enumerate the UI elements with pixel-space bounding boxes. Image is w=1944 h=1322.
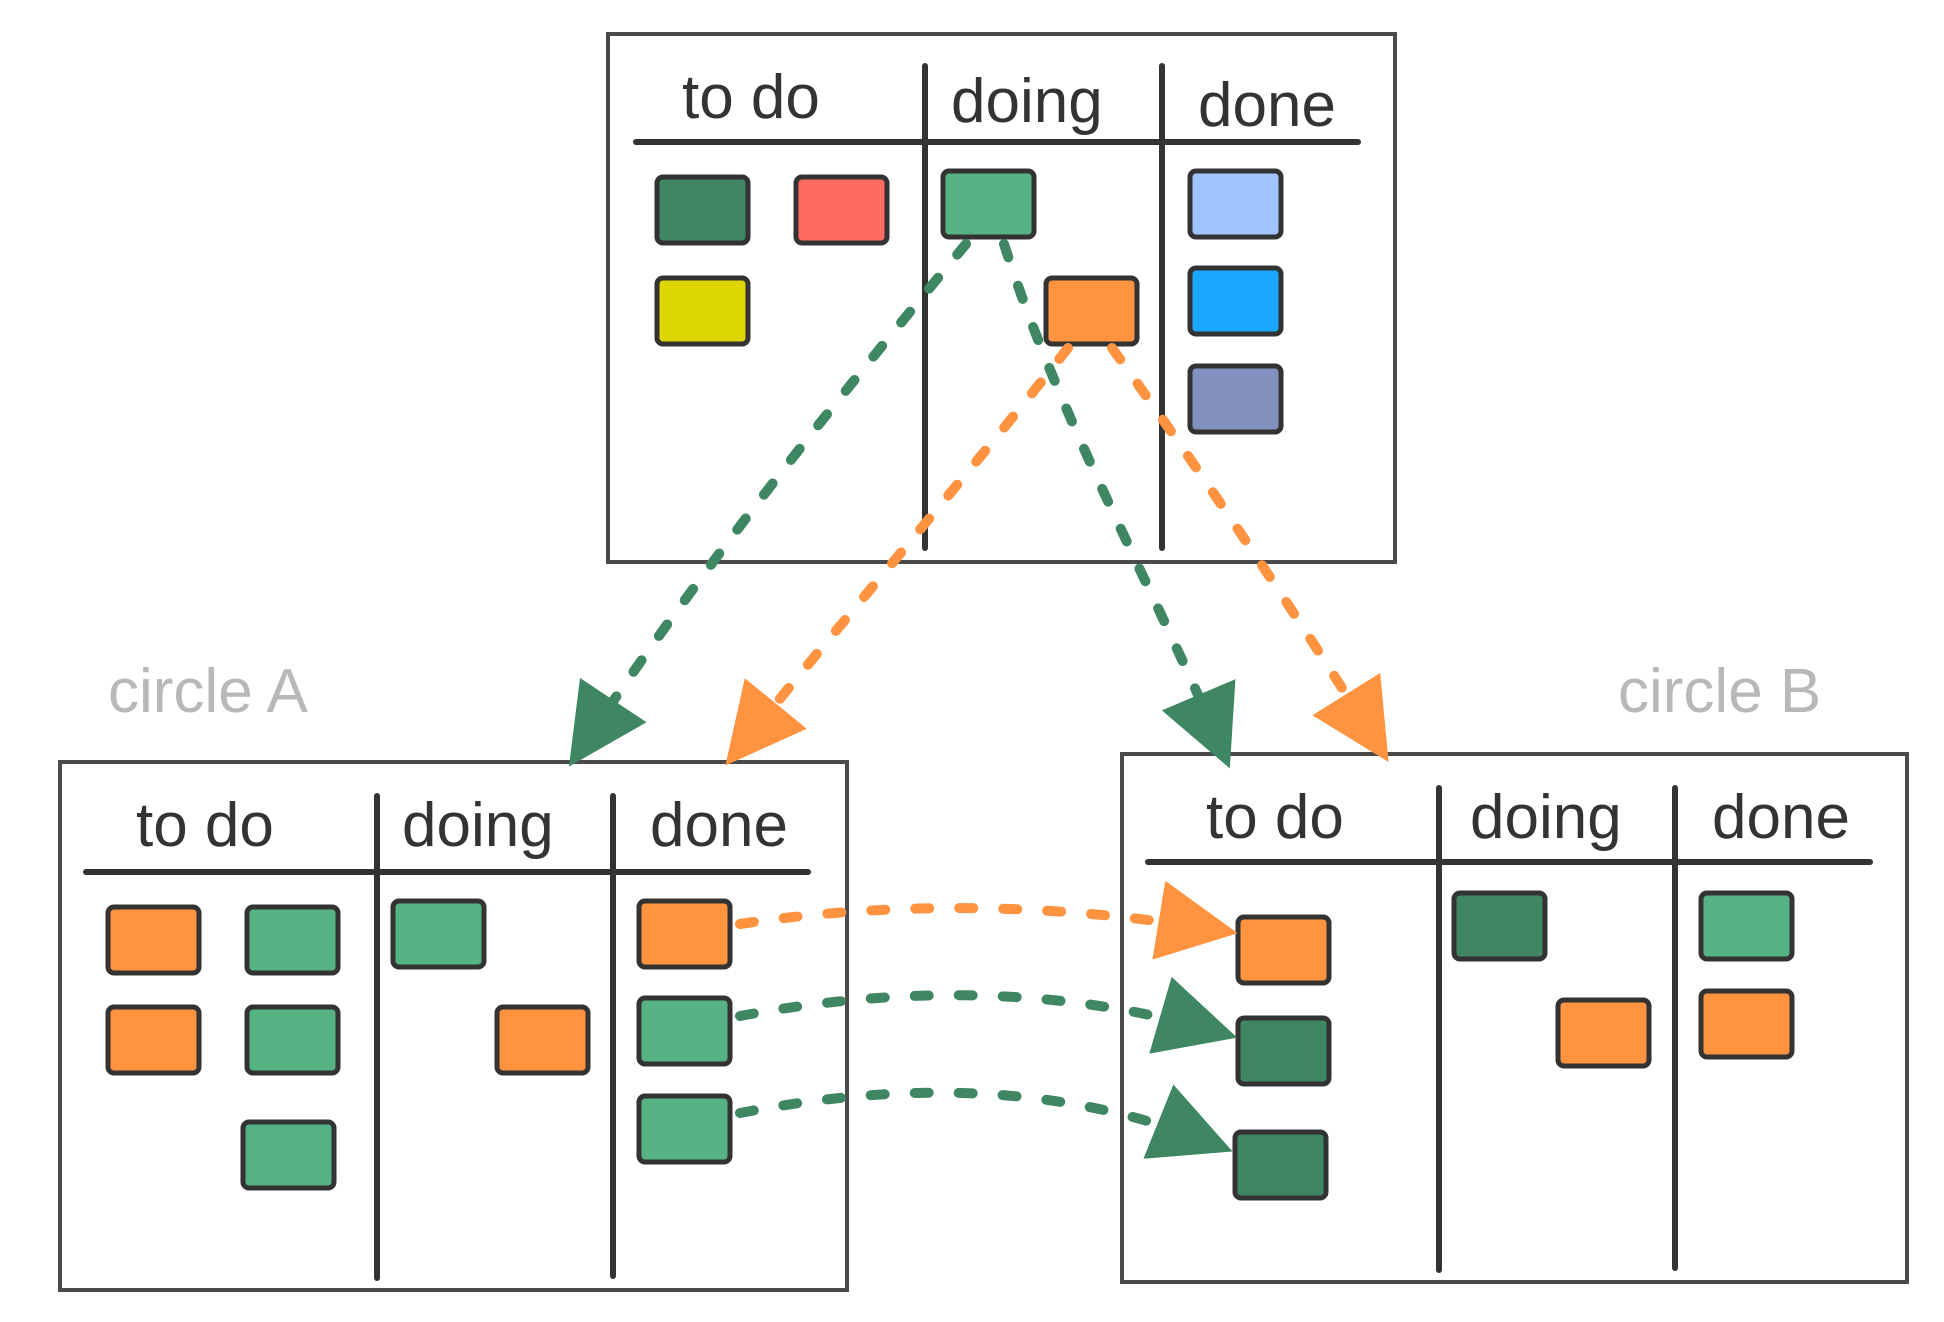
flow-green-to-circle-b [999, 239, 1236, 769]
main-board: to do doing done [606, 32, 1397, 564]
circle-a-doing-label: doing [402, 791, 554, 860]
circle-a-card-orange-doing [494, 1004, 591, 1076]
card-dark-green [654, 174, 751, 246]
circle-b-card-dark-green-todo-1 [1235, 1015, 1332, 1087]
circle-b-doing-label: doing [1470, 783, 1622, 852]
circle-a-card-orange-2 [105, 1004, 202, 1076]
card-light-blue [1187, 168, 1284, 240]
circle-a-card-green-done-1 [636, 995, 733, 1067]
flow-orange-to-circle-a [725, 343, 1073, 766]
card-blue [1187, 265, 1284, 337]
circle-b-card-orange-todo [1235, 914, 1332, 986]
circle-a-label: circle A [108, 657, 308, 726]
main-board-doing-label: doing [951, 67, 1103, 136]
card-slate [1187, 363, 1284, 435]
circle-a-todo-label: to do [136, 791, 274, 860]
card-green [940, 168, 1037, 240]
card-red [793, 174, 890, 246]
main-board-todo-label: to do [682, 63, 820, 132]
flow-orange-a-to-b [735, 880, 1238, 960]
circle-b-card-dark-green-doing [1451, 890, 1548, 962]
circle-b-done-label: done [1712, 783, 1850, 852]
circle-a-card-green-done-2 [636, 1093, 733, 1165]
circle-a-card-green-2 [244, 1004, 341, 1076]
main-board-done-label: done [1198, 71, 1336, 140]
circle-b-label: circle B [1618, 657, 1821, 726]
circle-a-card-orange-1 [105, 904, 202, 976]
card-yellow [654, 275, 751, 347]
circle-b-card-dark-green-todo-2 [1232, 1129, 1329, 1201]
circle-b-todo-label: to do [1206, 783, 1344, 852]
circle-a-card-orange-done [636, 898, 733, 970]
circle-b-card-orange-done [1698, 988, 1795, 1060]
circle-b-card-orange-doing [1555, 997, 1652, 1069]
flow-green-a-to-b-2 [735, 1084, 1233, 1159]
circle-b-board: to do doing done [1120, 752, 1909, 1284]
circle-a-card-green-doing [390, 898, 487, 970]
circle-a-card-green-3 [240, 1119, 337, 1191]
card-orange [1043, 275, 1140, 347]
circle-a-board: to do doing done [58, 760, 849, 1292]
circle-b-card-green-done [1698, 890, 1795, 962]
flow-green-to-circle-a [568, 239, 971, 767]
circle-a-card-green-1 [244, 904, 341, 976]
circle-a-done-label: done [650, 791, 788, 860]
